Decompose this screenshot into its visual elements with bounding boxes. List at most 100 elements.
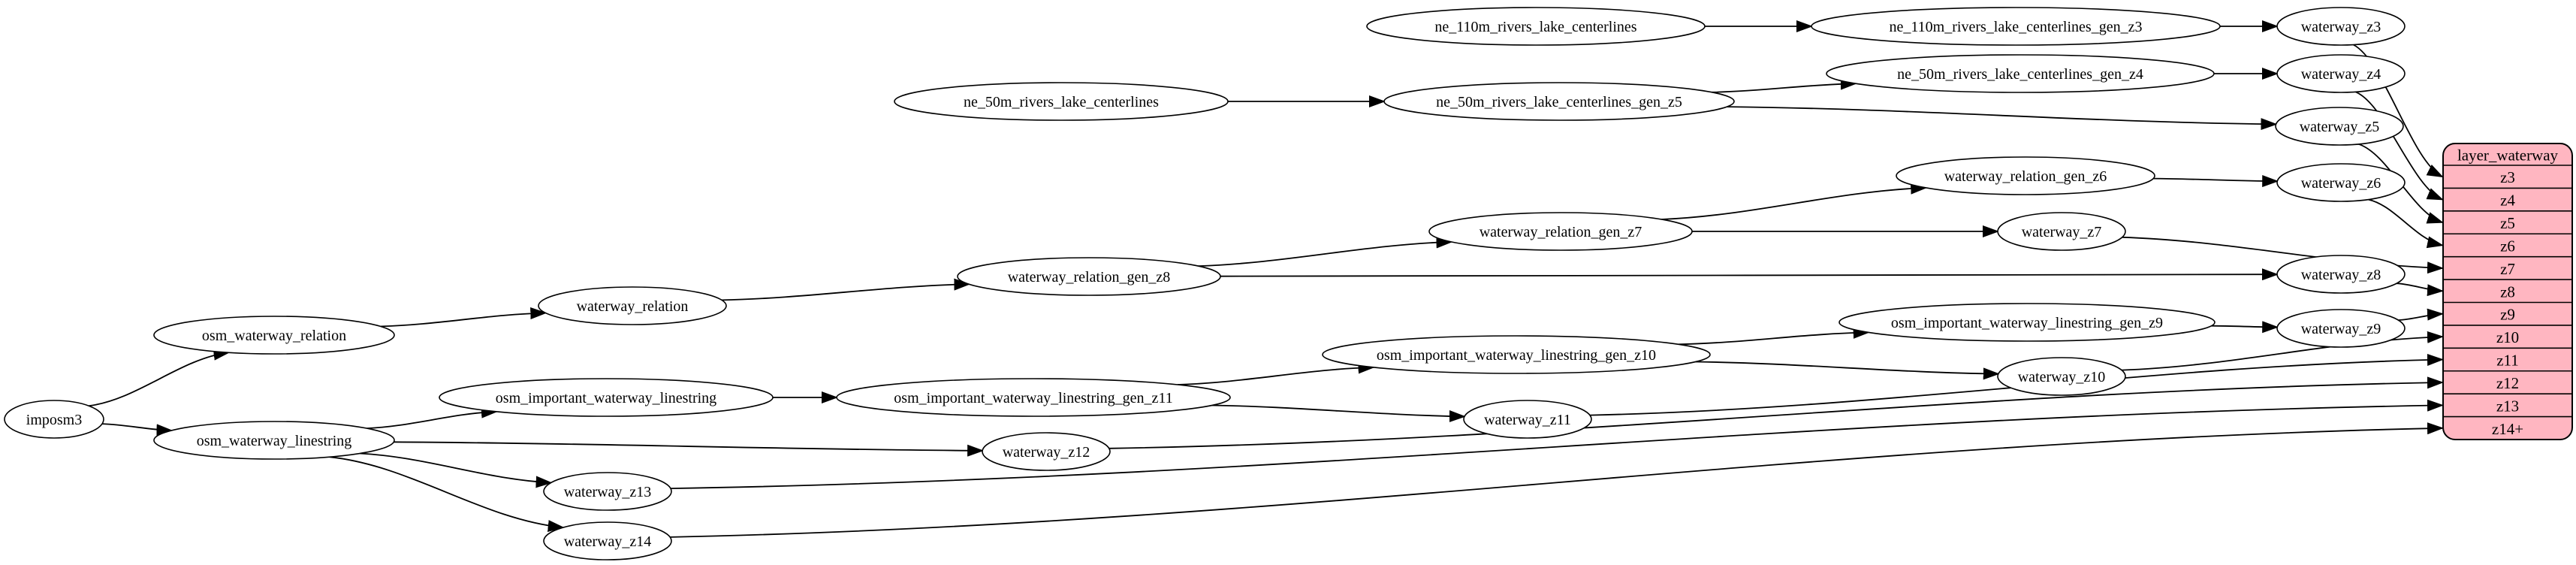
edge-ne_50m_rivers_lake_centerlines_gen_z5-to-waterway_z5: [1727, 106, 2278, 131]
node-label: osm_important_waterway_linestring_gen_z1…: [1377, 347, 1656, 364]
edge-waterway_relation_gen_z7-to-waterway_relation_gen_z6: [1661, 182, 1928, 220]
node-waterway_z12: waterway_z12: [982, 432, 1111, 471]
edge-osm_waterway_linestring-to-waterway_z13: [360, 452, 553, 488]
node-ellipse: [1428, 212, 1693, 251]
node-waterway_z11: waterway_z11: [1463, 400, 1592, 439]
node-ellipse: [836, 378, 1231, 417]
node-waterway_z7: waterway_z7: [1997, 212, 2126, 251]
table-header-label: layer_waterway: [2457, 147, 2559, 165]
node-label: waterway_z8: [2301, 267, 2381, 283]
node-osm_waterway_linestring: osm_waterway_linestring: [153, 421, 395, 460]
edge-waterway_relation_gen_z6-to-waterway_z6: [2153, 175, 2279, 188]
node-label: waterway_relation: [577, 298, 689, 315]
node-ellipse: [2276, 163, 2406, 202]
node-ellipse: [2275, 107, 2404, 146]
table-row-z3: z3: [2500, 168, 2515, 186]
node-osm_important_waterway_linestring_gen_z11: osm_important_waterway_linestring_gen_z1…: [836, 378, 1231, 417]
node-ellipse: [894, 82, 1229, 121]
node-ellipse: [153, 316, 395, 355]
node-ellipse: [543, 472, 672, 511]
table-outline: [2442, 143, 2573, 440]
node-waterway_z3: waterway_z3: [2276, 7, 2406, 46]
node-label: waterway_z9: [2301, 321, 2381, 337]
node-label: osm_waterway_relation: [202, 328, 346, 344]
edge-waterway_relation_gen_z8-to-waterway_relation_gen_z7: [1198, 236, 1453, 267]
table-layer_waterway: layer_waterwayz3z4z5z6z7z8z9z10z11z12z13…: [2442, 143, 2573, 440]
edge-osm_waterway_linestring-to-waterway_z12: [394, 441, 985, 457]
node-ellipse: [1826, 54, 2215, 93]
node-label: ne_110m_rivers_lake_centerlines: [1434, 19, 1636, 35]
edge-waterway_z10-to-layer_waterway-z10: [2122, 331, 2444, 371]
node-label: ne_50m_rivers_lake_centerlines_gen_z4: [1897, 66, 2143, 83]
node-label: waterway_z14: [564, 533, 652, 550]
node-ellipse: [2276, 255, 2406, 294]
table-row-z10: z10: [2496, 328, 2519, 346]
node-ellipse: [1838, 303, 2216, 342]
node-label: waterway_z12: [1003, 444, 1090, 461]
node-label: waterway_z5: [2300, 119, 2380, 135]
node-label: ne_110m_rivers_lake_centerlines_gen_z3: [1890, 19, 2143, 35]
node-waterway_z10: waterway_z10: [1997, 357, 2126, 396]
node-ellipse: [543, 521, 672, 560]
node-waterway_relation_gen_z6: waterway_relation_gen_z6: [1896, 156, 2155, 195]
node-osm_important_waterway_linestring_gen_z10: osm_important_waterway_linestring_gen_z1…: [1322, 335, 1711, 374]
node-label: waterway_relation_gen_z7: [1480, 224, 1642, 240]
edge-osm_important_waterway_linestring_gen_z11-to-waterway_z11: [1211, 404, 1466, 422]
node-ellipse: [153, 421, 395, 460]
table-row-z13: z13: [2496, 397, 2519, 415]
edge-waterway_relation_gen_z8-to-waterway_z8: [1220, 268, 2279, 281]
node-waterway_z4: waterway_z4: [2276, 54, 2406, 93]
node-label: osm_important_waterway_linestring_gen_z1…: [894, 390, 1172, 406]
edge-ne_50m_rivers_lake_centerlines_gen_z5-to-ne_50m_rivers_lake_centerlines_gen_z4: [1712, 77, 1857, 93]
edge-osm_important_waterway_linestring_gen_z10-to-osm_important_waterway_linestring_gen_z9: [1679, 326, 1870, 346]
edge-waterway_z9-to-layer_waterway-z9: [2398, 308, 2444, 321]
node-waterway_relation_gen_z8: waterway_relation_gen_z8: [957, 257, 1221, 296]
node-label: imposm3: [26, 412, 82, 428]
node-label: waterway_relation_gen_z6: [1944, 168, 2107, 185]
node-label: osm_important_waterway_linestring: [496, 390, 716, 406]
node-layer: imposm3 osm_waterway_relation osm_waterway…: [4, 7, 2406, 560]
node-ellipse: [1896, 156, 2155, 195]
node-ellipse: [2276, 309, 2406, 348]
table-row-z8: z8: [2500, 282, 2515, 301]
node-ellipse: [957, 257, 1221, 296]
node-waterway_z13: waterway_z13: [543, 472, 672, 511]
node-ellipse: [538, 286, 727, 325]
node-ne_110m_rivers_lake_centerlines: ne_110m_rivers_lake_centerlines: [1366, 7, 1706, 46]
node-waterway_z8: waterway_z8: [2276, 255, 2406, 294]
edge-waterway_z13-to-layer_waterway-z13: [670, 399, 2444, 489]
table-row-z11: z11: [2496, 352, 2519, 370]
node-waterway_z14: waterway_z14: [543, 521, 672, 560]
node-waterway_relation: waterway_relation: [538, 286, 727, 325]
node-label: ne_50m_rivers_lake_centerlines_gen_z5: [1436, 94, 1682, 110]
edge-osm_waterway_linestring-to-waterway_z14: [329, 456, 565, 532]
node-label: waterway_z10: [2018, 369, 2106, 385]
node-ellipse: [1322, 335, 1711, 374]
edge-waterway_relation-to-waterway_relation_gen_z8: [721, 278, 971, 301]
node-ellipse: [4, 400, 104, 439]
node-osm_waterway_relation: osm_waterway_relation: [153, 316, 395, 355]
node-label: waterway_z13: [564, 484, 652, 500]
node-ellipse: [2276, 7, 2406, 46]
edge-osm_important_waterway_linestring_gen_z9-to-waterway_z9: [2211, 321, 2279, 334]
edge-imposm3-to-osm_waterway_linestring: [101, 423, 173, 437]
node-waterway_relation_gen_z7: waterway_relation_gen_z7: [1428, 212, 1693, 251]
node-label: waterway_z4: [2301, 66, 2381, 83]
node-ellipse: [1997, 357, 2126, 396]
node-imposm3: imposm3: [4, 400, 104, 439]
node-ellipse: [1366, 7, 1706, 46]
node-label: osm_important_waterway_linestring_gen_z9: [1891, 315, 2163, 331]
node-waterway_z5: waterway_z5: [2275, 107, 2404, 146]
node-ellipse: [1997, 212, 2126, 251]
table-row-z9: z9: [2500, 306, 2515, 324]
node-label: waterway_relation_gen_z8: [1008, 269, 1171, 286]
node-ne_110m_rivers_lake_centerlines_gen_z3: ne_110m_rivers_lake_centerlines_gen_z3: [1811, 7, 2221, 46]
node-ne_50m_rivers_lake_centerlines: ne_50m_rivers_lake_centerlines: [894, 82, 1229, 121]
node-label: waterway_z6: [2301, 175, 2381, 192]
edge-waterway_z14-to-layer_waterway-z14+: [670, 422, 2444, 538]
table-row-z6: z6: [2500, 237, 2515, 255]
node-label: waterway_z3: [2301, 19, 2381, 35]
node-ne_50m_rivers_lake_centerlines_gen_z5: ne_50m_rivers_lake_centerlines_gen_z5: [1383, 82, 1735, 121]
